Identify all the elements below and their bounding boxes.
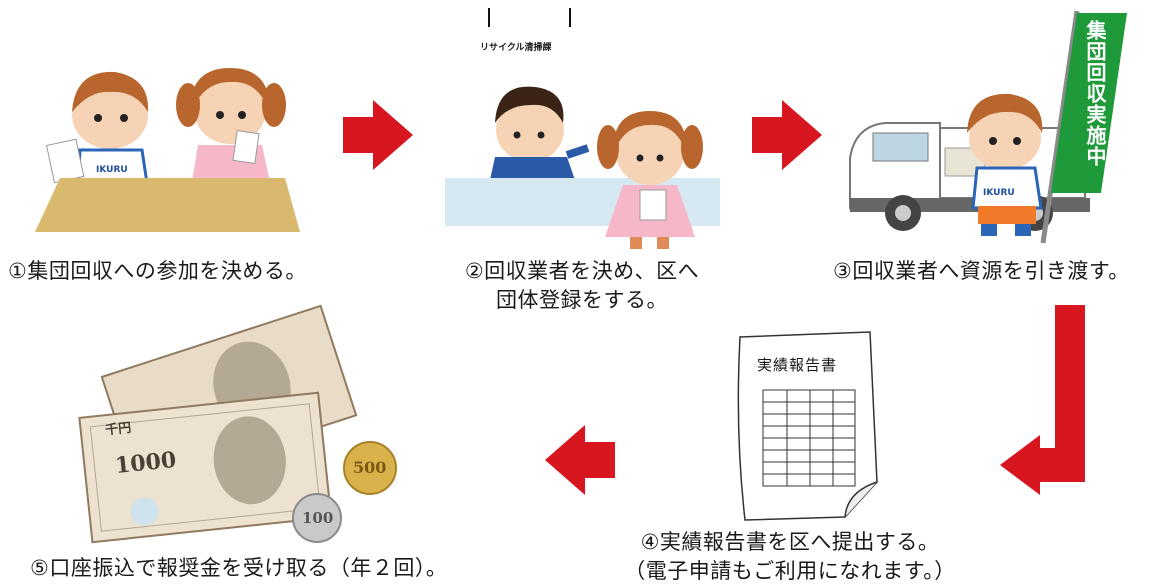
coin-100	[292, 493, 342, 543]
banknote	[78, 391, 333, 544]
arrow-right-icon	[752, 100, 822, 170]
step-1-caption: ①集団回収への参加を決める。	[8, 259, 307, 283]
step-3-caption: ③回収業者へ資源を引き渡す。	[833, 259, 1130, 283]
arrow-left-icon	[545, 425, 615, 495]
coin-500-label: 500	[353, 458, 387, 477]
girl-figure	[597, 111, 703, 249]
clerk-figure	[490, 86, 590, 180]
step-4-caption-line-1: ④実績報告書を区へ提出する。	[640, 530, 940, 554]
table-surface	[35, 178, 300, 232]
step-2-caption: ②回収業者を決め、区へ 団体登録をする。	[442, 257, 722, 315]
step-3-illustration: IKURU 集団回収実施中	[845, 8, 1145, 248]
step-5-caption: ⑤口座振込で報奨金を受け取る（年２回）。	[30, 556, 448, 580]
coin-500	[343, 441, 397, 495]
step-5-money	[78, 304, 397, 544]
step-1-illustration: IKURU	[30, 60, 300, 235]
step-2-illustration: リサイクル清掃課	[445, 5, 725, 255]
arrow-down-left-icon	[1000, 305, 1085, 495]
step-1-scene: IKURU	[35, 68, 300, 232]
boy-figure	[967, 93, 1043, 236]
office-sign: リサイクル清掃課	[480, 43, 552, 53]
step-4-caption: ④実績報告書を区へ提出する。 （電子申請もご利用になれます。）	[620, 528, 960, 586]
step-4-caption-line-2: （電子申請もご利用になれます。）	[624, 559, 956, 583]
bill-kanji: 千円	[104, 420, 132, 439]
step-4-illustration: 実績報告書	[735, 331, 885, 522]
shirt-text: IKURU	[96, 165, 128, 175]
step-2-caption-line-1: ②回収業者を決め、区へ	[464, 259, 700, 283]
step-2-scene	[445, 8, 720, 249]
boy-figure	[45, 71, 150, 192]
step-4-document	[737, 331, 878, 521]
step-3-scene	[849, 10, 1127, 244]
coin-100-label: 100	[302, 509, 334, 527]
flag	[1051, 13, 1127, 193]
arrow-right-icon	[343, 100, 413, 170]
document-title: 実績報告書	[757, 356, 838, 374]
flag-text: 集団回収実施中	[1083, 20, 1107, 167]
shirt-text: IKURU	[983, 188, 1015, 198]
step-5-illustration: 1000 千円 500 100	[55, 300, 397, 550]
step-2-caption-line-2: 団体登録をする。	[496, 288, 668, 312]
girl-figure	[176, 68, 286, 182]
